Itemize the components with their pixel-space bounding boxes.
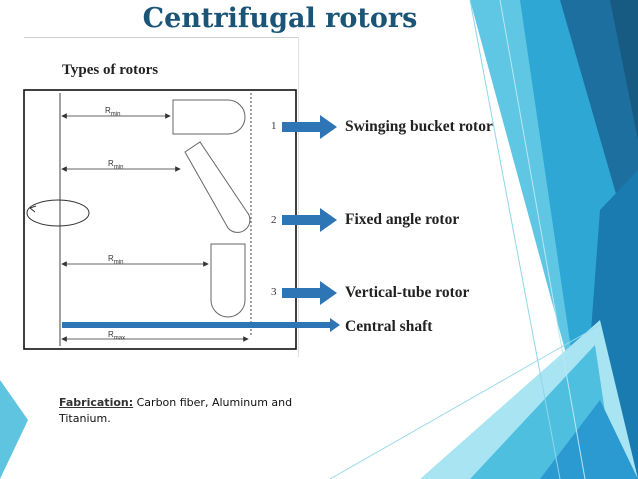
deco-line-1 <box>469 0 561 479</box>
deco-line-3 <box>329 324 601 479</box>
label-central-shaft: Central shaft <box>345 318 433 335</box>
fixed-angle-tube <box>184 141 251 233</box>
vertical-tube <box>210 243 246 318</box>
arrow-swinging-bucket <box>282 115 337 139</box>
arrow-vertical-tube <box>282 281 337 305</box>
rotor-number-1: 1 <box>271 120 277 132</box>
rotation-arrowhead <box>28 205 37 213</box>
label-vertical-tube-rotor: Vertical-tube rotor <box>345 284 470 301</box>
swinging-bucket-tube <box>172 99 246 135</box>
rotor-number-3: 3 <box>271 286 277 298</box>
deco-shape-darkest-top <box>610 0 638 140</box>
deco-shape-bottom-corner <box>540 400 638 479</box>
rmin-label-3: Rmin <box>108 254 124 266</box>
fabrication-label: Fabrication: <box>59 396 134 409</box>
label-fixed-angle-rotor: Fixed angle rotor <box>345 211 460 228</box>
arrow-fixed-angle <box>282 208 337 232</box>
panel-right-border <box>298 37 299 357</box>
deco-shape-left-wedge <box>0 380 28 479</box>
rotor-number-2: 2 <box>271 214 277 226</box>
diagram-frame <box>23 89 297 350</box>
deco-line-2 <box>499 0 586 479</box>
slide-title: Centrifugal rotors <box>142 3 418 34</box>
panel-top-border <box>24 37 299 38</box>
rmax-label: Rmax <box>108 330 126 342</box>
fabrication-text: Carbon fiber, Aluminum and Titanium. <box>59 396 293 425</box>
label-swinging-bucket-rotor: Swinging bucket rotor <box>345 118 493 135</box>
rotation-ellipse <box>26 199 90 227</box>
arrow-central-shaft <box>62 318 340 332</box>
fabrication-note: Fabrication: Carbon fiber, Aluminum and … <box>59 395 299 427</box>
rmin-label-2: Rmin <box>108 159 124 171</box>
rmin-label-1: Rmin <box>105 106 121 118</box>
figure-title: Types of rotors <box>62 62 159 78</box>
